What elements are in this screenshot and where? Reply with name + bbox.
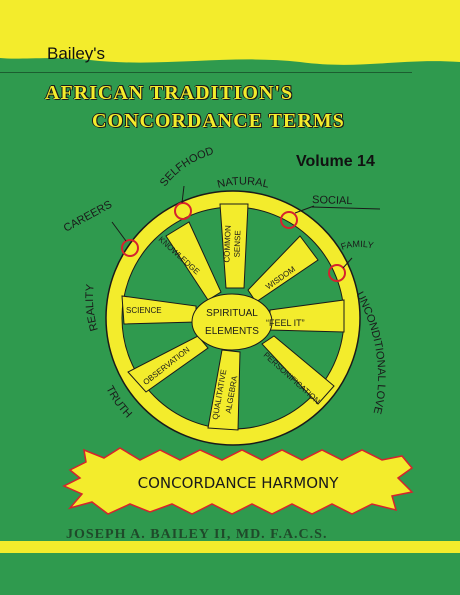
- author-full-name: JOSEPH A. BAILEY II, MD. F.A.C.S.: [66, 527, 328, 542]
- label-family: FAMILY: [340, 239, 375, 252]
- red-markers: [121, 202, 346, 282]
- segment-sense: SENSE: [233, 230, 243, 257]
- label-social: SOCIAL: [312, 194, 353, 207]
- pointer-lines: [111, 185, 353, 269]
- bottom-yellow-band: [0, 541, 460, 553]
- volume-label: Volume 14: [296, 153, 375, 170]
- segment-science: SCIENCE: [126, 306, 162, 315]
- hub-label-line-1: SPIRITUAL: [206, 308, 258, 319]
- hub-label-line-2: ELEMENTS: [205, 326, 259, 337]
- title-line-1: AFRICAN TRADITION'S: [45, 82, 294, 104]
- label-reality: REALITY: [84, 283, 101, 332]
- label-selfhood: SELFHOOD: [158, 145, 215, 189]
- segment-common: COMMON: [222, 225, 232, 263]
- segment-feel-it: “FEEL IT”: [266, 318, 305, 328]
- label-natural: NATURAL: [216, 175, 270, 190]
- title-line-2: CONCORDANCE TERMS: [92, 110, 345, 132]
- author-short: Bailey's: [47, 44, 106, 63]
- banner-text: CONCORDANCE HARMONY: [138, 474, 340, 492]
- wheel-spokes: [121, 203, 345, 431]
- wheel-hub: [191, 293, 273, 351]
- top-yellow-band: [0, 0, 460, 65]
- header-rule: [0, 72, 412, 73]
- label-careers: CAREERS: [62, 199, 114, 235]
- harmony-banner: [62, 447, 414, 515]
